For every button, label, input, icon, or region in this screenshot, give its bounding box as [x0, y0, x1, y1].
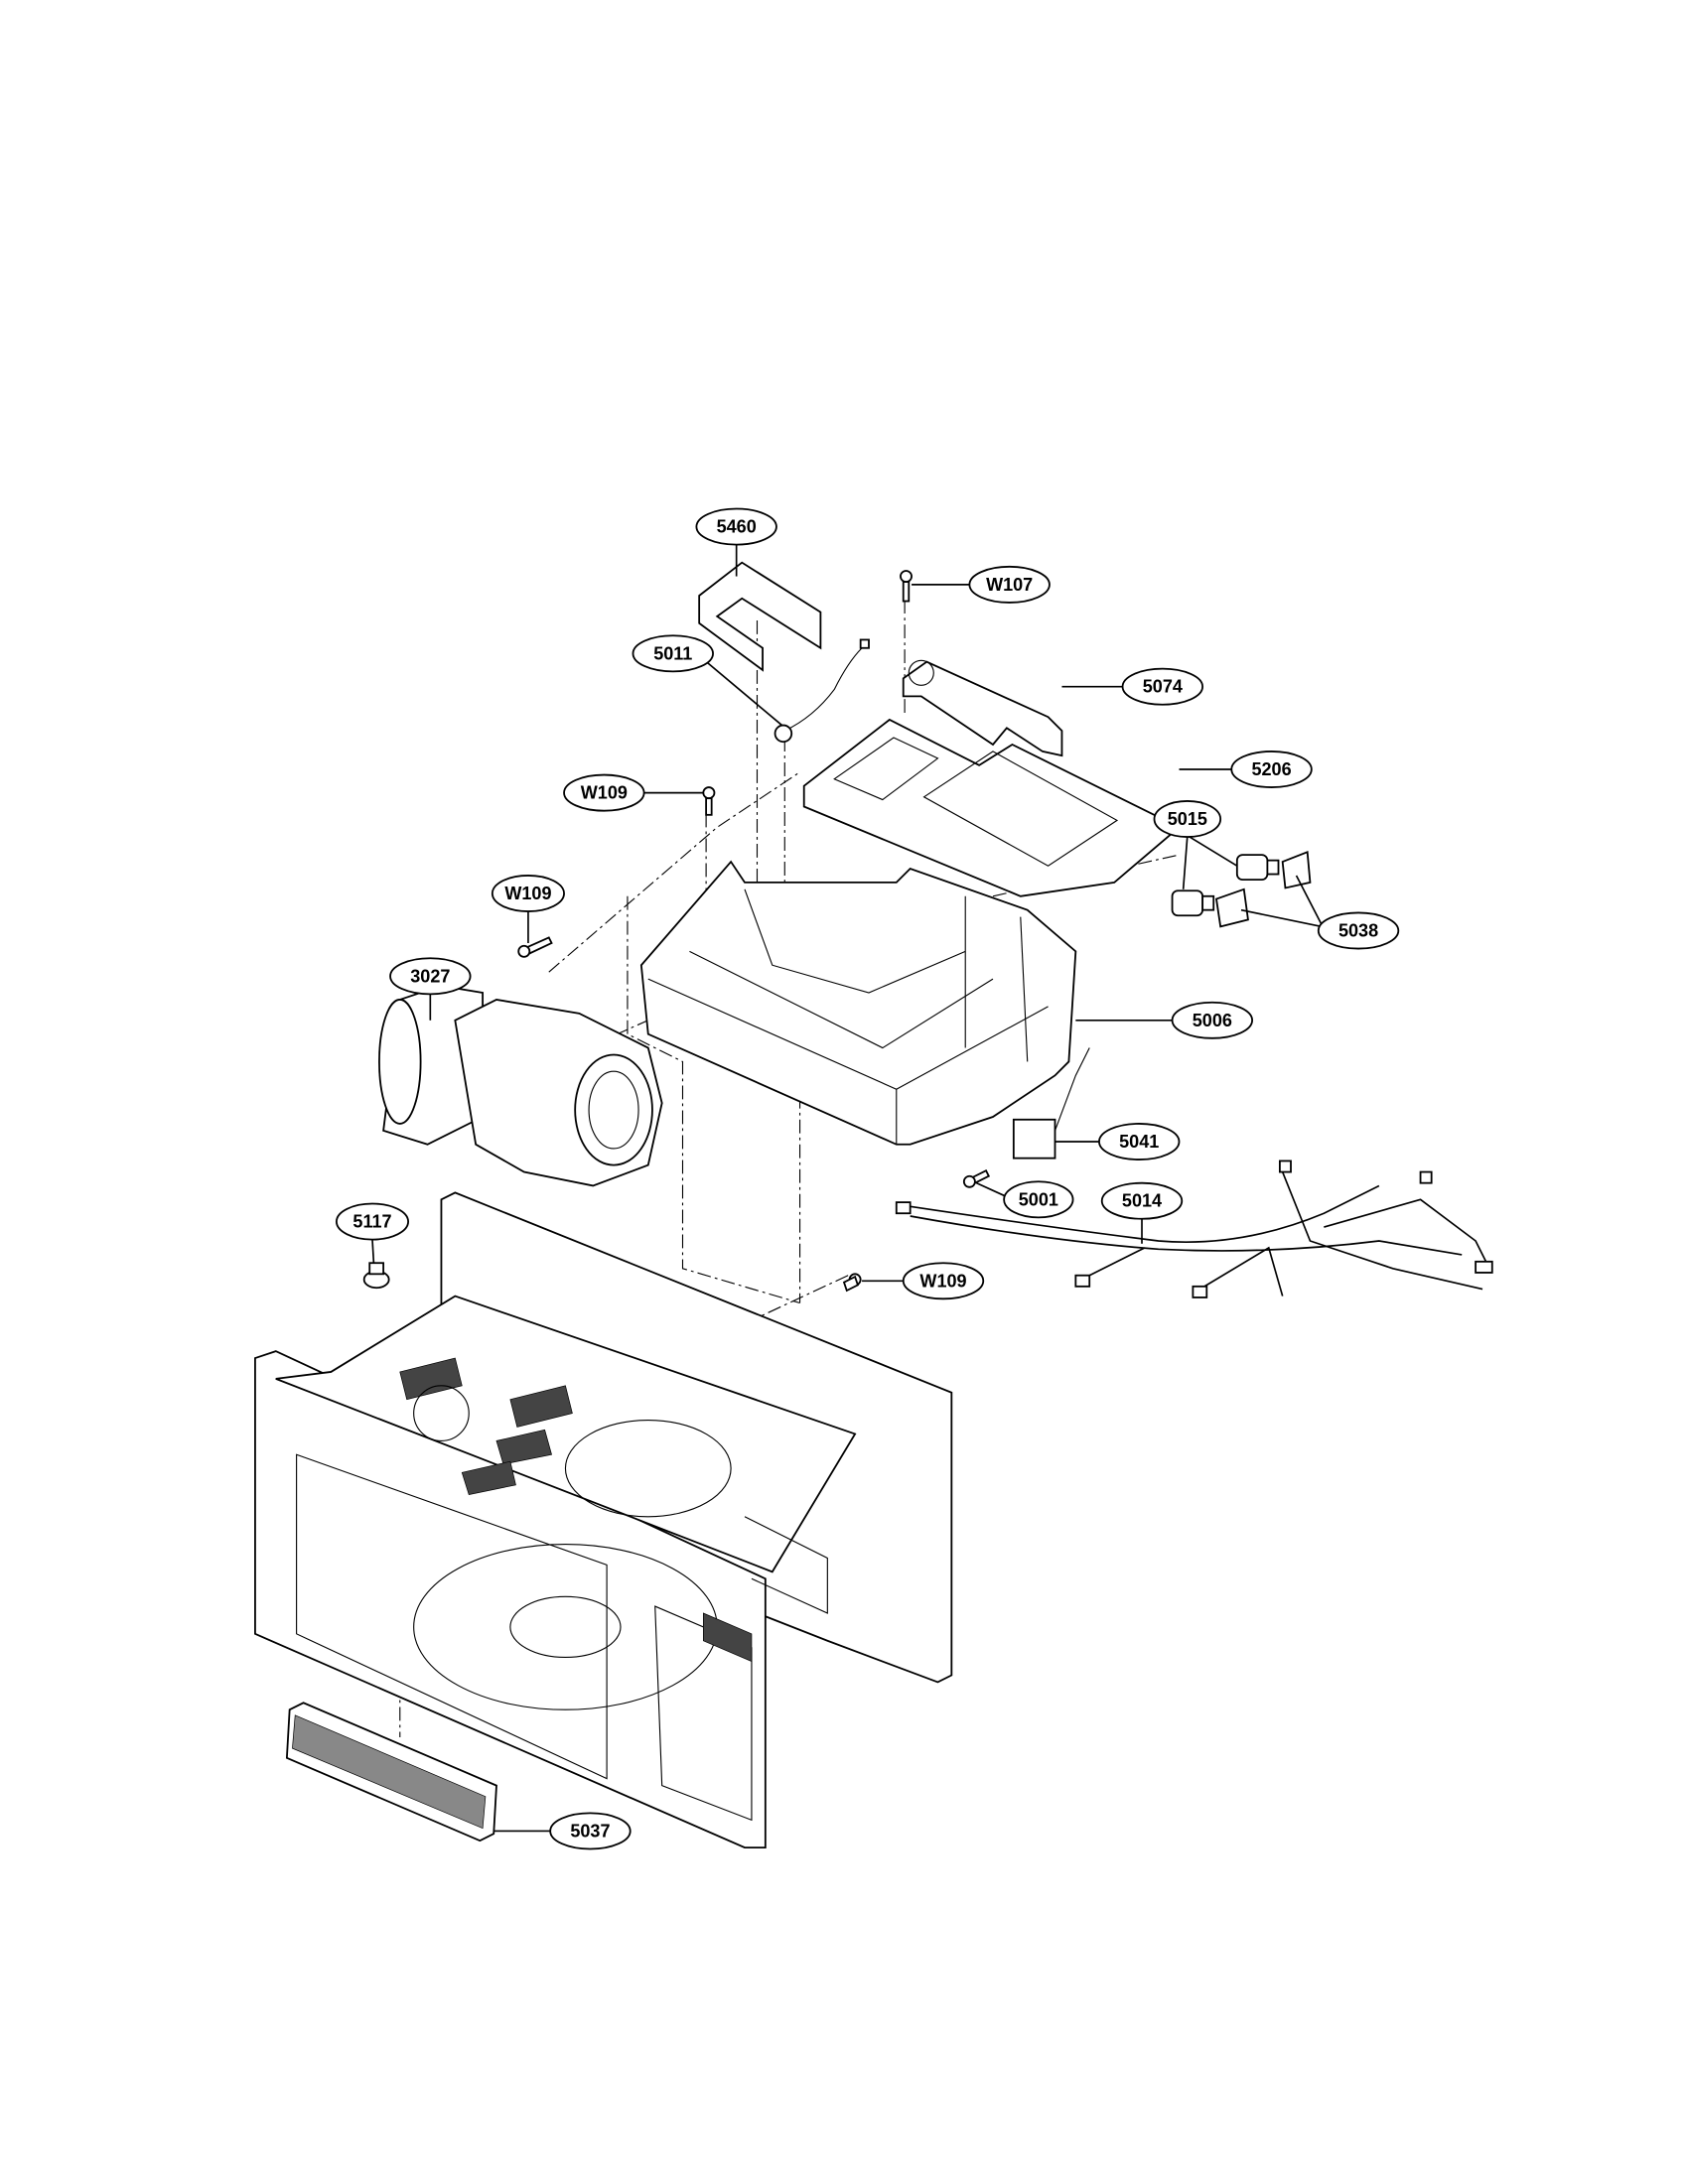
callout-label: 5038	[1338, 921, 1378, 941]
callout-label: W107	[986, 575, 1033, 595]
callout-5015[interactable]: 5015	[1153, 800, 1238, 889]
part-5006-chassis	[639, 860, 1077, 1146]
callout-label: W109	[504, 884, 551, 903]
part-5037-grease-filter	[285, 1702, 497, 1843]
callout-5006[interactable]: 5006	[1075, 1001, 1254, 1039]
callout-w109-upper[interactable]: W109	[563, 773, 704, 812]
callout-5037[interactable]: 5037	[493, 1812, 632, 1850]
oven-cavity-body	[254, 1191, 953, 1849]
callout-label: 5460	[717, 517, 757, 537]
part-5015-fuse-holders	[1171, 854, 1280, 917]
part-5041-switch	[1012, 1047, 1090, 1160]
callout-5014[interactable]: 5014	[1100, 1181, 1184, 1244]
part-5038-brackets	[1214, 851, 1312, 928]
callout-5117[interactable]: 5117	[335, 1202, 410, 1264]
callout-3027[interactable]: 3027	[389, 957, 472, 1021]
part-w109-screw-lower	[842, 1273, 862, 1293]
part-5014-wire-harness	[895, 1160, 1493, 1298]
callout-label: 3027	[410, 966, 450, 986]
callout-5041[interactable]: 5041	[1055, 1123, 1181, 1160]
part-w109-screw-left	[517, 936, 553, 958]
callout-5001[interactable]: 5001	[975, 1180, 1074, 1219]
callout-label: 5015	[1168, 809, 1207, 829]
part-w107-screw	[900, 570, 913, 603]
part-5206-top-plate	[802, 718, 1182, 897]
callout-5460[interactable]: 5460	[695, 507, 777, 577]
part-w109-screw-upper	[702, 786, 716, 816]
callout-5206[interactable]: 5206	[1179, 751, 1313, 788]
callout-label: 5001	[1019, 1189, 1058, 1209]
callout-5074[interactable]: 5074	[1061, 667, 1204, 706]
part-5074-cover	[902, 659, 1063, 757]
callout-label: 5014	[1122, 1191, 1162, 1211]
callout-label: 5206	[1251, 759, 1291, 779]
part-3027-blower-motor	[378, 985, 663, 1187]
callout-w109-lower[interactable]: W109	[862, 1262, 985, 1300]
part-5001-screw	[962, 1168, 991, 1188]
part-5460-duct-bracket	[698, 561, 822, 672]
callout-label: W109	[919, 1271, 966, 1291]
part-5011-thermistor	[774, 638, 870, 744]
callout-label: 5041	[1119, 1132, 1159, 1152]
callout-label: 5037	[570, 1821, 610, 1841]
callout-w107[interactable]: W107	[912, 565, 1051, 604]
callout-label: 5011	[653, 643, 692, 663]
callout-label: 5074	[1143, 677, 1183, 697]
callout-5011[interactable]: 5011	[632, 634, 783, 727]
callout-label: W109	[581, 783, 628, 803]
callout-w109-left[interactable]: W109	[491, 875, 565, 943]
callout-label: 5117	[352, 1212, 391, 1232]
callout-5038[interactable]: 5038	[1240, 875, 1400, 950]
part-5117-thermostat	[362, 1262, 390, 1290]
callout-label: 5006	[1193, 1011, 1232, 1030]
